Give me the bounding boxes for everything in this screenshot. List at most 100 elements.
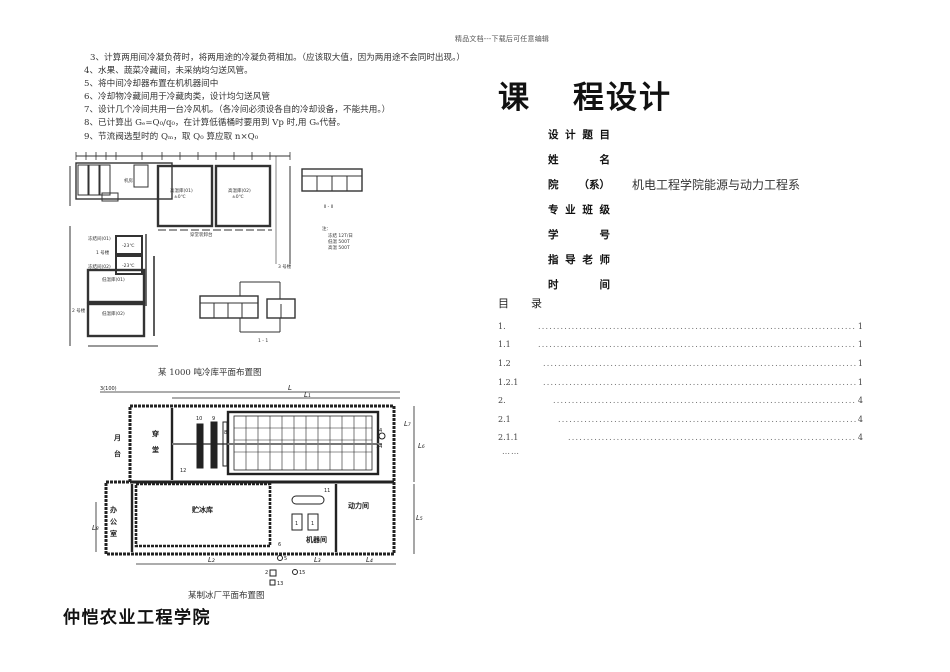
- field-label-char: 姓: [548, 154, 559, 166]
- label-machine-room: 机房: [124, 177, 133, 184]
- cover-fields: 设计题目 姓名 院（系） 机电工程学院能源与动力工程系 专业班级 学号 指导老师…: [548, 122, 800, 297]
- equipment-number: 9: [212, 416, 215, 422]
- equipment-number: 14: [376, 444, 382, 450]
- note-item: 3、计算两用间冷凝负荷时，将两用途的冷凝负荷相加。（应该取大值，因为两用途不会同…: [90, 53, 465, 63]
- label-loading-platform: 穿堂装卸台: [190, 231, 213, 238]
- toc-entry[interactable]: 1.2.1 ..................................…: [498, 373, 863, 392]
- note-item: 5、将中间冷却器布置在机机器间中: [84, 79, 219, 90]
- school-name: 仲恺农业工程学院: [63, 608, 211, 628]
- label-freeze-1: 冻结间(01): [88, 235, 111, 242]
- equipment-number: 8: [224, 430, 227, 436]
- field-label-char: 名: [599, 154, 611, 166]
- equipment-number: 11: [324, 488, 330, 494]
- toc-entry-number: 1.2.1: [498, 377, 519, 387]
- label-ice-storage: 贮冰库: [191, 505, 213, 514]
- note-line: 高温 500T: [328, 244, 350, 251]
- equipment-number: 15: [299, 570, 305, 576]
- toc-entry-page: 1: [857, 321, 863, 331]
- toc-entry-number: 2.1.1: [498, 433, 519, 443]
- label-temp: ±0℃: [174, 194, 186, 200]
- figure2-caption: 某制冰厂平面布置图: [188, 591, 265, 601]
- label-building-2: 2 号楼: [72, 307, 86, 314]
- label-high-temp-2: 高温库(02): [228, 187, 251, 194]
- field-label-char: 指: [548, 254, 559, 266]
- field-time: 时间: [548, 272, 800, 297]
- ice-plant-floor-plan: 月 台 穿 堂 贮冰库 办 公 室 机器间 动力间 L L₁ L₂ L₃ L₄ …: [92, 384, 425, 587]
- table-of-contents: 目录 1. ..................................…: [498, 295, 863, 456]
- toc-title-char: 目: [498, 297, 509, 310]
- dim-L2: L₂: [208, 556, 215, 564]
- toc-more-ellipsis: ……: [502, 447, 520, 457]
- label-corridor: 堂: [152, 445, 159, 454]
- cover-title-part2: 程设计: [573, 80, 672, 116]
- cover-title: 课 程设计: [498, 72, 672, 117]
- field-label-char: 间: [599, 279, 611, 291]
- toc-entry[interactable]: 1. .....................................…: [498, 317, 863, 336]
- dim-L6: L₆: [418, 442, 425, 450]
- toc-entry[interactable]: 2. .....................................…: [498, 391, 863, 410]
- field-label-char: （系）: [578, 179, 611, 191]
- dim-L8: L₈: [92, 524, 99, 532]
- field-label-char: 导: [565, 254, 576, 266]
- note-item: 7、设计几个冷间共用一台冷风机。（各冷间必须设各自的冷却设备，不能共用。）: [84, 105, 391, 116]
- toc-entry-page: 4: [857, 396, 863, 406]
- field-major-class: 专业班级: [548, 197, 800, 222]
- toc-leader-dots: ........................................…: [543, 358, 856, 368]
- design-notes: 3、计算两用间冷凝负荷时，将两用途的冷凝负荷相加。（应该取大值，因为两用途不会同…: [84, 52, 465, 144]
- note-item: 4、水果、蔬菜冷藏间，未采纳均匀送风管。: [84, 66, 253, 77]
- equipment-number: 1: [295, 521, 298, 527]
- toc-leader-dots: ........................................…: [543, 377, 856, 387]
- cold-storage-floor-plan: 机房 高温库(01) ±0℃ 高温库(02) ±0℃ 冻结间(01) 1 号楼 …: [69, 152, 363, 347]
- toc-entry-number: 1.2: [498, 358, 511, 368]
- label-temp: -23℃: [122, 243, 134, 249]
- dim-L4: L₄: [366, 556, 373, 564]
- toc-entry-page: 1: [857, 358, 863, 368]
- equipment-number: 5: [284, 556, 287, 562]
- note-item: 9、节流阀选型时的 Qₘ，取 Q₀ 算应取 n×Q₀: [84, 131, 259, 142]
- note-title: 注：: [322, 225, 331, 232]
- toc-leader-dots: ........................................…: [558, 414, 856, 424]
- label-power-room: 动力间: [348, 501, 369, 510]
- dim-L1: L₁: [304, 391, 311, 399]
- dim-L3: L₃: [314, 556, 321, 564]
- field-label-char: 设: [548, 129, 559, 141]
- equipment-number: 1: [311, 521, 314, 527]
- field-label-char: 号: [599, 229, 611, 241]
- label-building-3: 3 号楼: [278, 263, 292, 270]
- label-office: 室: [110, 529, 117, 538]
- label-building-1: 1 号楼: [96, 249, 110, 256]
- equipment-number: 13: [277, 581, 283, 587]
- toc-entry[interactable]: 2.1.1 ..................................…: [498, 429, 863, 448]
- label-low-temp-1: 低温库(01): [102, 276, 125, 283]
- note-item: 6、冷却物冷藏间用于冷藏肉类，设计均匀送风管: [84, 92, 270, 103]
- field-label-char: 班: [582, 204, 593, 216]
- cover-title-part1: 课: [498, 80, 531, 116]
- field-label-char: 计: [565, 129, 576, 141]
- equipment-number: 2: [265, 570, 268, 576]
- field-label-char: 时: [548, 279, 559, 291]
- equipment-number: 12: [180, 468, 186, 474]
- toc-entry[interactable]: 1.1 ....................................…: [498, 336, 863, 355]
- field-advisor: 指导老师: [548, 247, 800, 272]
- field-label-char: 学: [548, 229, 559, 241]
- field-label-char: 院: [548, 179, 559, 191]
- toc-entry-page: 1: [857, 340, 863, 350]
- toc-entry[interactable]: 2.1 ....................................…: [498, 410, 863, 429]
- note-item: 8、已计算出 Gₑ=Q₀/q₀，在计算低循桶时要用到 Vp 时,用 Gₑ代替。: [84, 118, 346, 129]
- field-label-char: 师: [599, 254, 610, 266]
- dim-L: L: [288, 384, 292, 392]
- equipment-number: 10: [196, 416, 202, 422]
- toc-entry[interactable]: 1.2 ....................................…: [498, 354, 863, 373]
- label-moon-platform: 月: [113, 434, 121, 442]
- label-moon-platform: 台: [114, 449, 121, 458]
- toc-entry-number: 2.1: [498, 414, 511, 424]
- label-freeze-2: 冻结间(02): [88, 263, 111, 270]
- field-value-department: 机电工程学院能源与动力工程系: [632, 178, 801, 192]
- field-label-char: 业: [565, 204, 576, 216]
- watermark-header: 精品文档---下载后可任意编辑: [455, 35, 550, 43]
- label-machine-room: 机器间: [306, 535, 327, 544]
- toc-entry-page: 4: [857, 433, 863, 443]
- field-label-char: 级: [599, 204, 610, 216]
- label-office: 公: [110, 518, 117, 526]
- toc-entry-number: 2.: [498, 396, 506, 406]
